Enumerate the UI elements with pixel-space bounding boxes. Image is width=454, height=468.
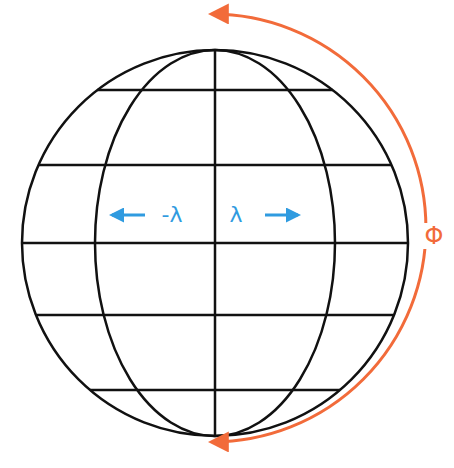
parallel <box>38 164 391 167</box>
longitude-label: λ <box>227 203 244 227</box>
west-arrow <box>112 214 145 217</box>
globe-outline <box>22 50 408 436</box>
parallel <box>97 89 332 92</box>
parallel <box>90 389 340 392</box>
latitude-label: Φ <box>423 223 446 249</box>
east-arrow <box>265 214 298 217</box>
latitude-arc-arrow <box>212 14 426 442</box>
parallel <box>36 314 394 317</box>
parallel <box>22 242 408 245</box>
longitude-label: -λ <box>160 203 185 227</box>
